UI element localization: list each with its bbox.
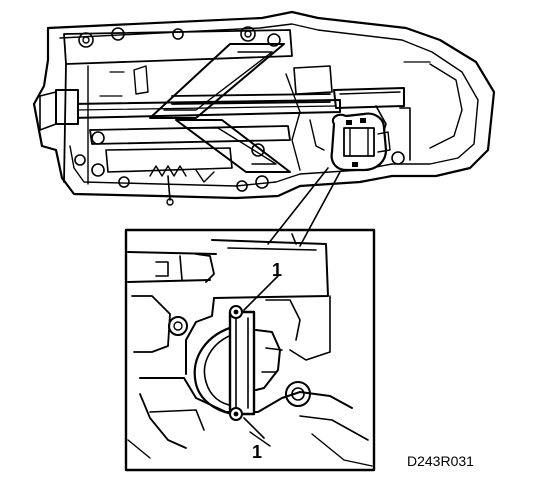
figure-code: D243R031 [407, 453, 474, 469]
detail-view: 1 1 [124, 228, 376, 472]
callout-label-upper: 1 [272, 260, 282, 280]
callout-label-lower: 1 [252, 442, 262, 462]
handle-assembly-overview [32, 10, 496, 247]
